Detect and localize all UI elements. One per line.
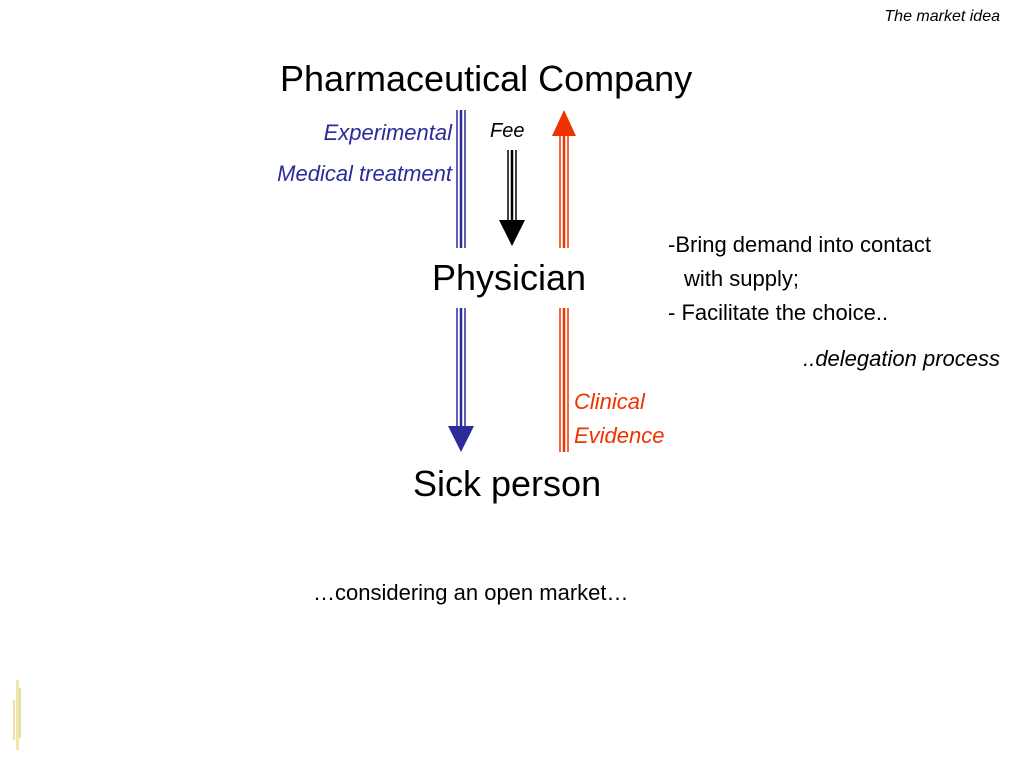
- delegation-note: ..delegation process: [803, 346, 1000, 371]
- node-pharmaceutical-company: Pharmaceutical Company: [280, 58, 693, 99]
- notes-block: -Bring demand into contact with supply; …: [668, 228, 931, 330]
- label-experimental: Experimental: [323, 120, 452, 145]
- fee-arrow: [499, 150, 525, 246]
- label-fee: Fee: [490, 120, 525, 142]
- label-clinical-evidence: Clinical Evidence: [574, 385, 665, 453]
- note-line-2: with supply;: [684, 266, 799, 291]
- note-line-3: - Facilitate the choice..: [668, 300, 889, 325]
- decorative-stripe: [13, 680, 21, 750]
- label-medical-treatment: Medical treatment: [277, 161, 452, 186]
- blue-arrow-upper: [456, 110, 466, 248]
- label-clinical-line: Clinical: [574, 389, 645, 414]
- note-line-1: -Bring demand into contact: [668, 232, 931, 257]
- footer-note: …considering an open market…: [313, 580, 629, 605]
- node-sick-person: Sick person: [413, 463, 602, 504]
- red-arrow-lower: [559, 308, 569, 452]
- red-arrow-upper: [552, 110, 576, 248]
- label-evidence-line: Evidence: [574, 423, 665, 448]
- blue-arrow-lower: [448, 308, 474, 452]
- node-physician: Physician: [432, 257, 587, 298]
- slide-corner-title: The market idea: [884, 8, 1000, 25]
